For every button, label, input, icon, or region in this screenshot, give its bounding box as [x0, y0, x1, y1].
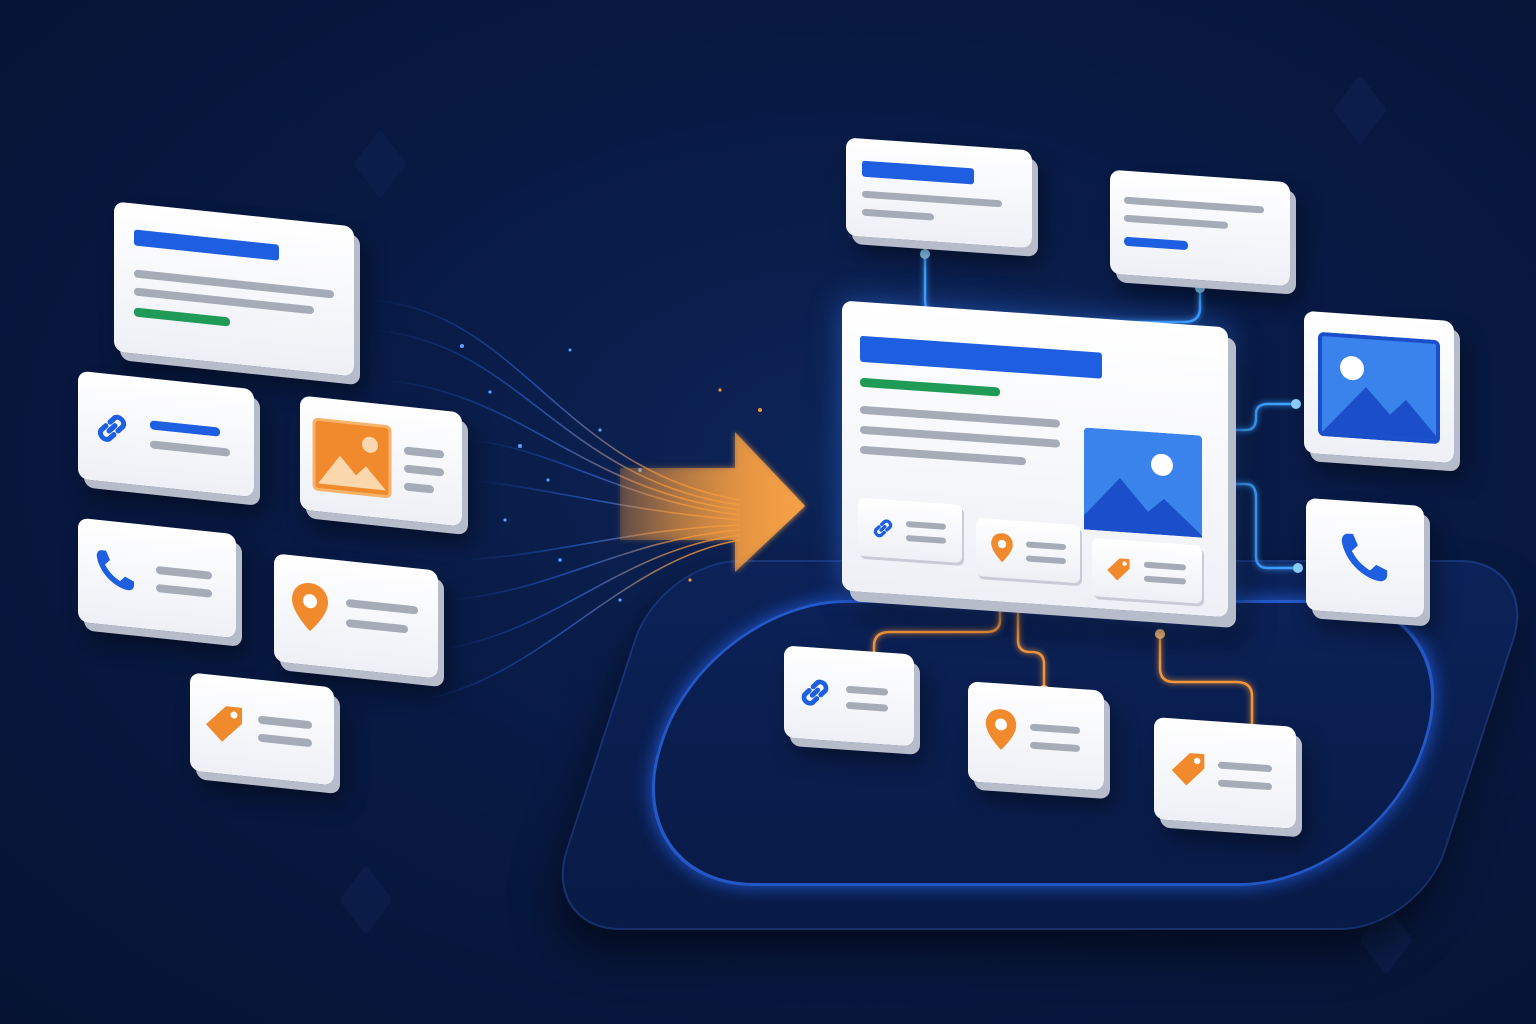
text-line: [1030, 741, 1080, 753]
text-line: [404, 446, 444, 459]
phone-card-right: [1306, 497, 1424, 619]
link-icon: [870, 514, 896, 542]
title-bar: [134, 229, 279, 261]
url-line: [134, 307, 230, 327]
image-card: [300, 395, 462, 527]
image-icon: [312, 417, 392, 499]
text-line: [346, 618, 408, 634]
sub-card-tag: [1092, 537, 1202, 604]
location-pin-icon: [984, 706, 1018, 752]
text-card: [114, 201, 354, 377]
sub-card-link: [858, 497, 962, 563]
price-tag-icon: [204, 700, 246, 746]
text-line: [906, 534, 946, 544]
image-icon: [1318, 332, 1440, 445]
text-line: [150, 420, 220, 437]
arrow-right-icon: [620, 432, 805, 572]
text-line: [846, 685, 888, 696]
link-icon: [92, 406, 132, 450]
text-line: [862, 190, 1002, 208]
text-line: [1144, 561, 1186, 571]
text-line: [1124, 214, 1228, 229]
link-card-bottom: [784, 645, 914, 747]
text-line: [258, 733, 312, 748]
text-line: [156, 583, 212, 598]
orange-connectors: [872, 606, 1254, 732]
phone-icon: [92, 545, 138, 596]
text-line: [1124, 236, 1188, 251]
text-line: [860, 425, 1060, 448]
location-card-bottom: [968, 681, 1104, 791]
tag-card-bottom: [1154, 717, 1296, 829]
text-line: [258, 715, 312, 730]
price-tag-icon: [1170, 748, 1208, 789]
location-pin-icon: [290, 579, 330, 635]
url-line: [860, 377, 1000, 397]
image-icon: [1084, 427, 1202, 538]
text-line: [1124, 196, 1264, 214]
text-line: [906, 520, 946, 530]
text-line: [1026, 541, 1066, 551]
location-pin-icon: [990, 531, 1014, 565]
text-line: [1026, 555, 1066, 565]
text-line: [150, 440, 230, 457]
text-line: [1218, 779, 1272, 791]
phone-icon: [1336, 528, 1392, 588]
title-bar: [860, 335, 1102, 379]
text-line: [156, 565, 212, 580]
phone-card: [78, 517, 236, 639]
link-icon: [796, 672, 834, 713]
text-line: [404, 464, 444, 477]
text-line: [1218, 761, 1272, 773]
rich-result-card: [842, 300, 1228, 618]
blue-connector-dots: [920, 249, 1303, 573]
text-line: [346, 598, 418, 615]
link-card: [78, 370, 254, 498]
text-line: [862, 208, 934, 221]
text-line: [1144, 575, 1186, 585]
price-tag-icon: [1106, 555, 1132, 583]
image-card-right: [1304, 310, 1454, 464]
text-line: [1030, 723, 1080, 735]
text-line: [860, 445, 1026, 466]
text-line: [846, 701, 888, 712]
sub-card-location: [976, 517, 1080, 584]
text-line: [404, 482, 434, 494]
text-line: [860, 405, 1060, 428]
tag-card: [190, 672, 334, 786]
flow-streams: [369, 299, 741, 701]
text-card-top-left: [846, 137, 1032, 249]
location-card: [274, 553, 438, 679]
title-bar: [862, 160, 974, 185]
text-card-top-right: [1110, 169, 1290, 287]
